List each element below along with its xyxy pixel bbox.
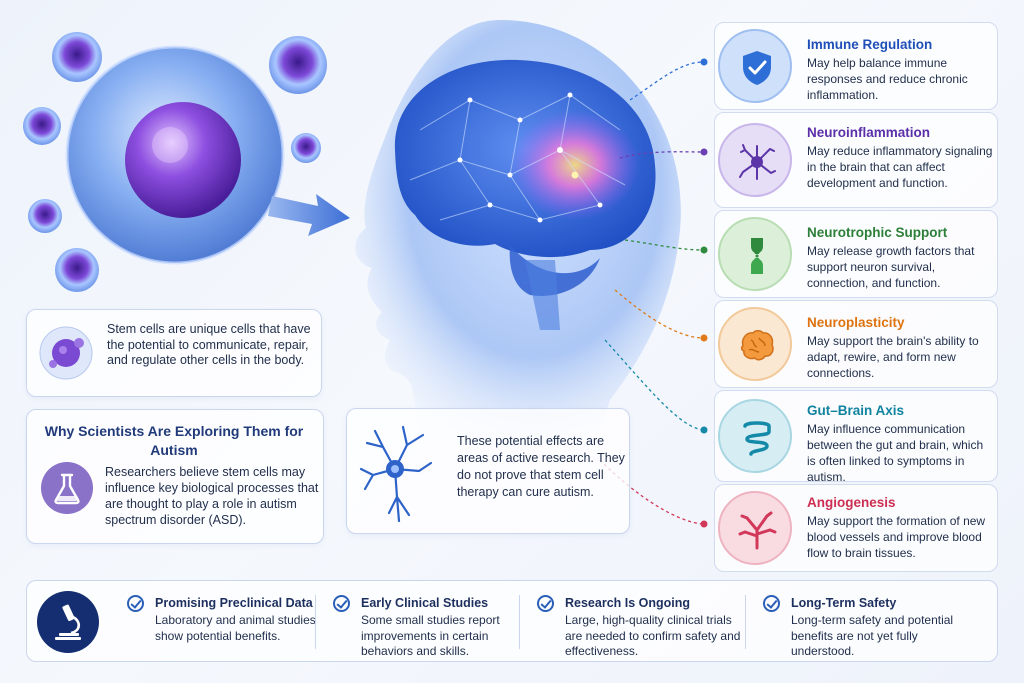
intro-card: Stem cells are unique cells that have th…: [26, 309, 322, 397]
brain-icon: [740, 330, 774, 361]
neuron-icon: [359, 425, 433, 523]
check-icon: [127, 595, 144, 612]
microglia-icon: [739, 144, 776, 180]
check-icon: [333, 595, 350, 612]
stem-cell-icon: [39, 326, 93, 380]
mechanism-card-angiogenesis: Angiogenesis May support the formation o…: [714, 484, 998, 572]
mechanism-desc: May help balance immune responses and re…: [807, 56, 968, 102]
mechanism-card-immune-regulation: Immune Regulation May help balance immun…: [714, 22, 998, 110]
intro-text: Stem cells are unique cells that have th…: [107, 322, 311, 367]
mechanism-title: Neuroinflammation: [807, 125, 931, 140]
mechanism-card-gut-brain-axis: Gut–Brain Axis May influence communicati…: [714, 390, 998, 484]
mechanism-title: Neurotrophic Support: [807, 225, 948, 240]
finding-title: Early Clinical Studies: [361, 596, 489, 610]
research-note-card: These potential effects are areas of act…: [346, 408, 630, 534]
flask-icon: [41, 462, 93, 514]
microscope-icon: [37, 591, 99, 653]
mechanism-desc: May influence communication between the …: [807, 422, 984, 484]
finding-title: Long-Term Safety: [791, 596, 897, 610]
mechanism-desc: May support the brain's ability to adapt…: [807, 334, 979, 380]
mechanism-card-neuroplasticity: Neuroplasticity May support the brain's …: [714, 300, 998, 388]
blood-vessel-icon: [738, 511, 777, 550]
check-icon: [763, 595, 780, 612]
gut-icon: [743, 421, 771, 456]
mechanism-desc: May reduce inflammatory signaling in the…: [807, 144, 993, 190]
mechanism-card-neuroinflammation: Neuroinflammation May reduce inflammator…: [714, 112, 998, 208]
finding-desc: Some small studies report improvements i…: [361, 613, 500, 658]
check-icon: [537, 595, 554, 612]
mechanism-title: Angiogenesis: [807, 495, 896, 510]
finding-desc: Large, high-quality clinical trials are …: [565, 613, 741, 658]
research-note-text: These potential effects are areas of act…: [457, 434, 625, 499]
why-text: Researchers believe stem cells may influ…: [105, 465, 319, 527]
why-title: Why Scientists Are Exploring Them for Au…: [44, 423, 304, 458]
mechanism-desc: May support the formation of new blood v…: [807, 514, 986, 560]
mechanism-card-neurotrophic-support: Neurotrophic Support May release growth …: [714, 210, 998, 298]
mechanism-desc: May release growth factors that support …: [807, 244, 975, 290]
finding-title: Promising Preclinical Data: [155, 596, 313, 610]
research-status-strip: Promising Preclinical Data Laboratory an…: [26, 580, 998, 662]
divider: [745, 595, 746, 649]
hero-illustration: [23, 20, 681, 447]
arrow-icon: [268, 194, 350, 236]
finding-title: Research Is Ongoing: [565, 596, 691, 610]
finding-desc: Laboratory and animal studies show poten…: [155, 613, 316, 643]
divider: [519, 595, 520, 649]
shield-check-icon: [743, 51, 771, 85]
mechanism-title: Neuroplasticity: [807, 315, 905, 330]
synapse-icon: [751, 238, 763, 274]
brain-illustration: [394, 59, 656, 330]
finding-desc: Long-term safety and potential benefits …: [791, 613, 954, 658]
mechanism-title: Gut–Brain Axis: [807, 403, 905, 418]
small-stem-cells: [23, 32, 327, 292]
divider: [315, 595, 316, 649]
main-stem-cell: [65, 45, 285, 265]
why-card: Why Scientists Are Exploring Them for Au…: [26, 409, 324, 544]
mechanism-title: Immune Regulation: [807, 37, 933, 52]
